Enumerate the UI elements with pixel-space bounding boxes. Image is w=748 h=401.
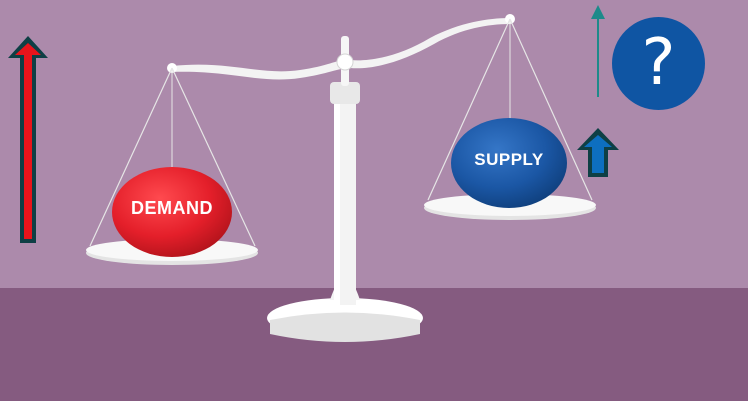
demand-up-arrow-icon <box>8 36 48 243</box>
demand-ball <box>112 167 232 257</box>
question-mark-icon: ? <box>612 17 705 110</box>
thin-up-arrow-icon <box>591 5 605 97</box>
supply-label: SUPPLY <box>474 150 544 169</box>
scale-collar <box>330 82 360 104</box>
scale-pivot <box>336 53 354 71</box>
scale-base-side <box>270 312 420 342</box>
demand-label: DEMAND <box>131 198 213 218</box>
balance-scale <box>86 14 596 342</box>
supply-ball <box>451 118 567 208</box>
supply-up-arrow-icon <box>577 128 619 177</box>
